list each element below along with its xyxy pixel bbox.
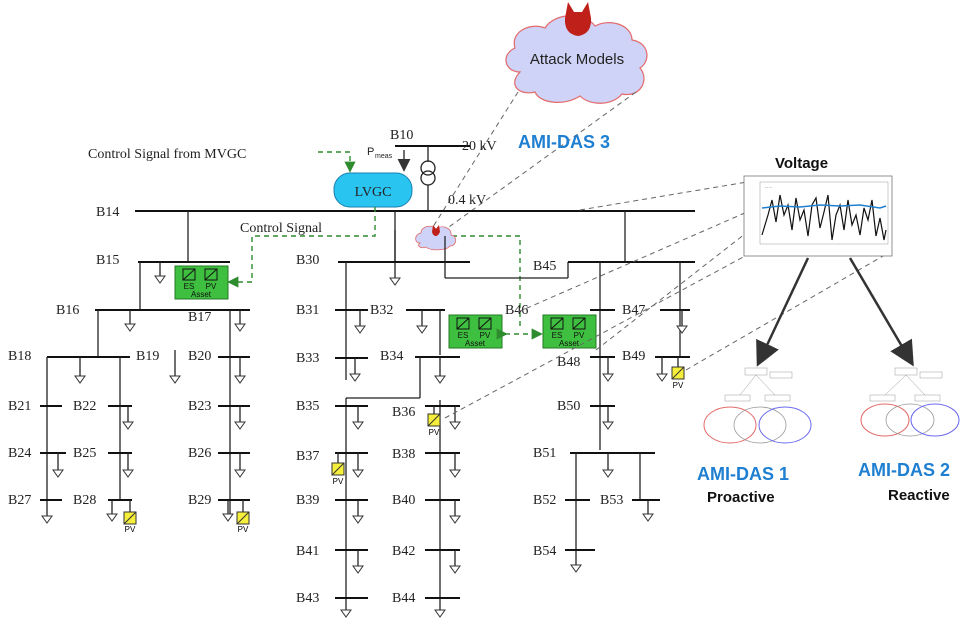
bus-label-b29: B29 (188, 493, 211, 508)
ami-das-2-label: AMI-DAS 2 (858, 460, 950, 480)
pv-panel-b29: PV (236, 500, 250, 534)
proactive-label: Proactive (707, 489, 775, 506)
kv20-label: 20 kV (462, 139, 497, 154)
bus-label-b22: B22 (73, 399, 96, 414)
bus-label-b49: B49 (622, 349, 645, 364)
bus-label-b31: B31 (296, 303, 319, 318)
svg-text:ES: ES (458, 331, 469, 340)
bus-label-b15: B15 (96, 253, 119, 268)
voltage-label: Voltage (775, 155, 828, 172)
bus-label-b53: B53 (600, 493, 623, 508)
bus-label-b47: B47 (622, 303, 645, 318)
bus-label-b19: B19 (136, 349, 159, 364)
pv-panel-b36: PV (427, 406, 441, 437)
control-signal-mvgc-label: Control Signal from MVGC (88, 147, 246, 162)
bus-label-b23: B23 (188, 399, 211, 414)
bus-label-b10: B10 (390, 128, 413, 143)
small-attack-cloud (415, 225, 457, 251)
bus-label-b21: B21 (8, 399, 31, 414)
bus-label-b54: B54 (533, 544, 556, 559)
decision-tree-thumbnail-2 (860, 367, 960, 437)
bus-label-b37: B37 (296, 449, 319, 464)
bus-label-b20: B20 (188, 349, 211, 364)
bus-label-b42: B42 (392, 544, 415, 559)
bus-label-b48: B48 (557, 355, 580, 370)
bus-label-b38: B38 (392, 447, 415, 462)
bus-label-b25: B25 (73, 446, 96, 461)
bus-label-b40: B40 (392, 493, 415, 508)
bus-label-b26: B26 (188, 446, 211, 461)
pv-panel-b28: PV (123, 500, 137, 534)
voltage-plot-thumbnail: — — (743, 175, 893, 257)
bus-label-b36: B36 (392, 405, 415, 420)
svg-text:Asset: Asset (191, 290, 212, 299)
svg-text:PV: PV (574, 331, 585, 340)
bus-label-b16: B16 (56, 303, 79, 318)
pv-panel-b49: PV (671, 357, 685, 390)
es-pv-asset-2: ES PV Asset (448, 314, 503, 349)
bus-label-b34: B34 (380, 349, 403, 364)
arrow-to-ami-das-1 (756, 257, 810, 367)
bus-label-b14: B14 (96, 205, 119, 220)
control-signal-label: Control Signal (240, 221, 322, 236)
bus-label-b50: B50 (557, 399, 580, 414)
bus-label-b17: B17 (188, 310, 211, 325)
bus-label-b30: B30 (296, 253, 319, 268)
p-meas-subscript: meas (375, 153, 393, 160)
bus-label-b33: B33 (296, 351, 319, 366)
bus-label-b44: B44 (392, 591, 415, 606)
es-pv-asset-1: ES PV Asset (174, 265, 229, 300)
attack-link-left (430, 91, 519, 231)
arrow-to-ami-das-2 (848, 257, 914, 367)
svg-text:ES: ES (552, 331, 563, 340)
bus-label-b39: B39 (296, 493, 319, 508)
ami-das-1-label: AMI-DAS 1 (697, 464, 789, 484)
svg-text:Asset: Asset (465, 339, 486, 348)
bus-label-b46: B46 (505, 303, 528, 318)
bus-label-b28: B28 (73, 493, 96, 508)
decision-tree-thumbnail-1 (703, 367, 812, 444)
svg-text:PV: PV (238, 525, 249, 534)
svg-text:PV: PV (673, 381, 684, 390)
reactive-label: Reactive (888, 487, 950, 504)
bus-label-b45: B45 (533, 259, 556, 274)
svg-text:PV: PV (206, 282, 217, 291)
bus-label-b43: B43 (296, 591, 319, 606)
lvgc-controller (333, 172, 413, 208)
p-meas-label: P (367, 146, 374, 158)
svg-text:Asset: Asset (559, 339, 580, 348)
svg-text:ES: ES (184, 282, 195, 291)
devil-icon (564, 2, 592, 36)
bus-label-b27: B27 (8, 493, 31, 508)
bus-label-b51: B51 (533, 446, 556, 461)
pv-panel-b37: PV (331, 453, 345, 486)
bus-label-b24: B24 (8, 446, 31, 461)
bus-label-b18: B18 (8, 349, 31, 364)
svg-text:PV: PV (125, 525, 136, 534)
bus-label-b35: B35 (296, 399, 319, 414)
bus-label-b52: B52 (533, 493, 556, 508)
bus-label-b32: B32 (370, 303, 393, 318)
attack-models-label: Attack Models (530, 51, 624, 68)
svg-text:PV: PV (480, 331, 491, 340)
ami-das-3-label: AMI-DAS 3 (518, 132, 610, 152)
transformer-icon (420, 160, 436, 176)
attack-models-cloud: Attack Models (505, 15, 648, 104)
kv04-label: 0.4 kV (448, 193, 486, 208)
svg-text:— —: — — (765, 185, 772, 189)
bus-label-b41: B41 (296, 544, 319, 559)
svg-text:PV: PV (429, 428, 440, 437)
attack-link-right (441, 91, 637, 233)
svg-text:PV: PV (333, 477, 344, 486)
lvgc-label: LVGC (355, 185, 392, 200)
es-pv-asset-3: ES PV Asset (542, 314, 597, 349)
